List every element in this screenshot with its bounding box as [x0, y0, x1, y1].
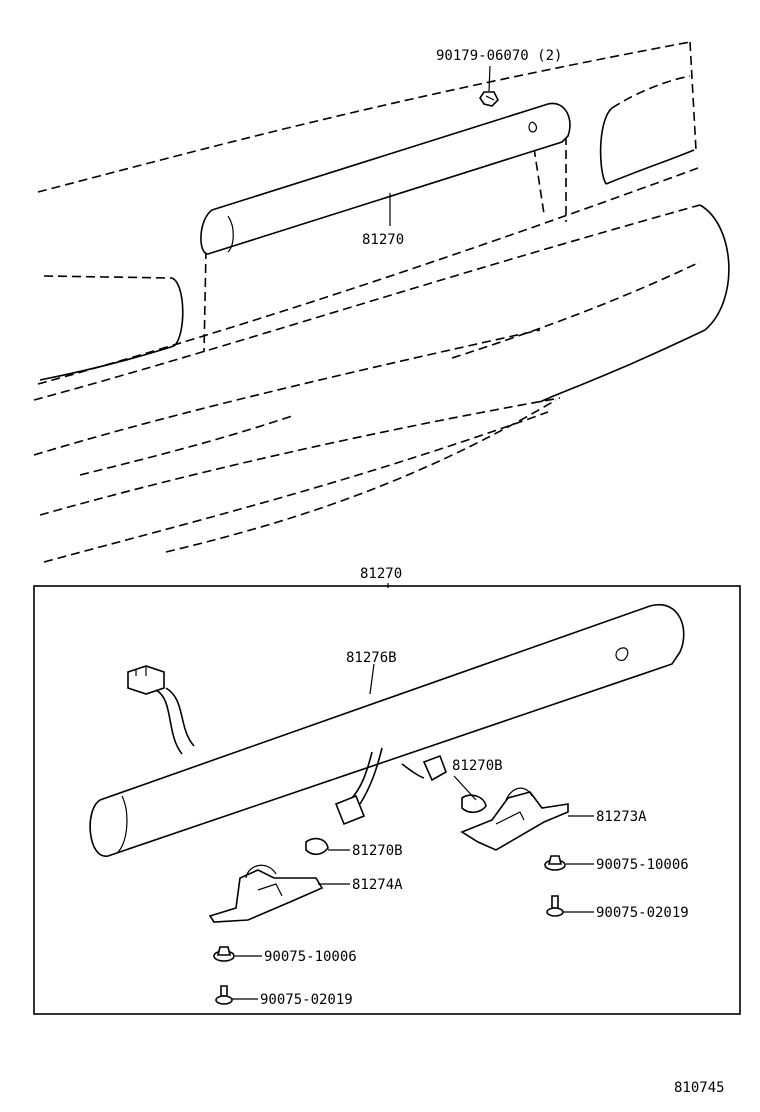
- lens-garnish-81276B: [89, 603, 685, 857]
- clip-90179-06070: [479, 65, 499, 107]
- bulb-left-81270B: [305, 837, 329, 856]
- callout-garnish-top: 81270: [362, 232, 404, 248]
- assembly-frame: [33, 585, 741, 1015]
- callout-nut-left: 90075-10006: [264, 949, 357, 965]
- wire-harness-connector: [127, 665, 425, 805]
- screw-left-90075-02019: [215, 985, 233, 1005]
- license-lamp-81273A: [460, 787, 569, 851]
- bulb-right-81270B: [461, 794, 487, 814]
- callout-screw-left: 90075-02019: [260, 992, 353, 1008]
- callout-bulb-right: 81270B: [452, 758, 503, 774]
- license-garnish-top: [200, 102, 571, 255]
- license-lamp-81274A: [208, 864, 324, 923]
- screw-right-90075-02019: [546, 895, 564, 917]
- nut-right-90075-10006: [544, 855, 566, 871]
- callout-screw-right: 90075-02019: [596, 905, 689, 921]
- nut-left-90075-10006: [213, 946, 235, 962]
- bulb-sockets: [334, 754, 447, 826]
- callout-bulb-left: 81270B: [352, 843, 403, 859]
- assembly-title: 81270: [360, 566, 402, 582]
- figure-number: 810745: [674, 1080, 725, 1096]
- callout-nut-right: 90075-10006: [596, 857, 689, 873]
- callout-lens-garnish: 81276B: [346, 650, 397, 666]
- vehicle-rear-outline: [33, 41, 730, 563]
- callout-clip-top: 90179-06070 (2): [436, 48, 562, 64]
- callout-lamp-right: 81273A: [596, 809, 647, 825]
- callout-lamp-left: 81274A: [352, 877, 403, 893]
